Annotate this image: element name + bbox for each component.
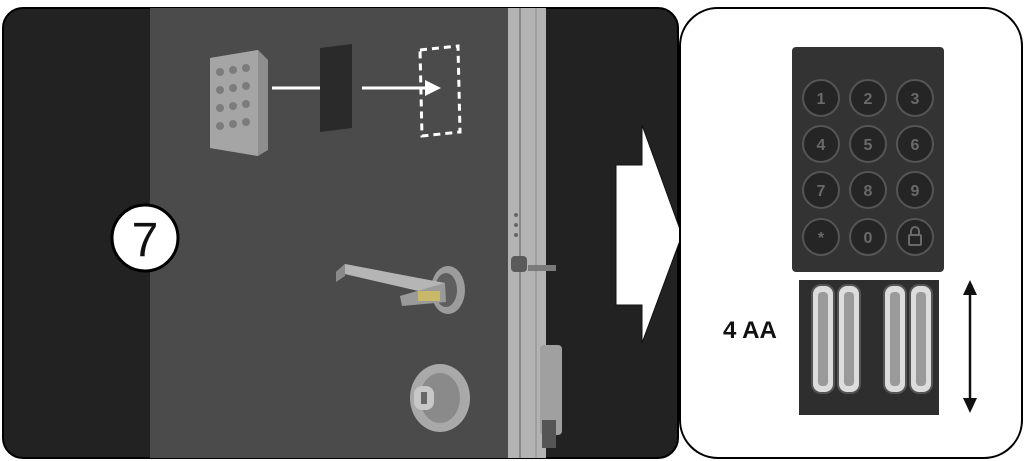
key-1: 1 — [803, 80, 839, 116]
key-2: 2 — [850, 80, 886, 116]
svg-text:*: * — [818, 230, 825, 247]
key-8: 8 — [850, 172, 886, 208]
key-7: 7 — [803, 172, 839, 208]
svg-text:6: 6 — [911, 137, 920, 154]
key-0: 0 — [850, 219, 886, 255]
key-lock — [897, 219, 933, 255]
door-lock-icon — [410, 364, 470, 432]
key-9: 9 — [897, 172, 933, 208]
keypad-device-icon — [210, 50, 268, 156]
svg-text:3: 3 — [911, 91, 920, 108]
svg-text:8: 8 — [864, 183, 873, 200]
svg-text:7: 7 — [817, 183, 826, 200]
svg-text:4: 4 — [817, 137, 826, 154]
mounting-plate-icon — [320, 44, 352, 132]
key-5: 5 — [850, 126, 886, 162]
key-4: 4 — [803, 126, 839, 162]
battery-tray — [799, 280, 939, 415]
svg-text:1: 1 — [817, 91, 826, 108]
battery-label: 4 AA — [723, 317, 777, 344]
key-6: 6 — [897, 126, 933, 162]
key-3: 3 — [897, 80, 933, 116]
svg-text:2: 2 — [864, 91, 873, 108]
step-number: 7 — [132, 214, 159, 267]
svg-text:9: 9 — [911, 183, 920, 200]
svg-text:0: 0 — [864, 230, 873, 247]
key-star: * — [803, 219, 839, 255]
svg-text:5: 5 — [864, 137, 873, 154]
step-number-badge: 7 — [112, 205, 178, 271]
